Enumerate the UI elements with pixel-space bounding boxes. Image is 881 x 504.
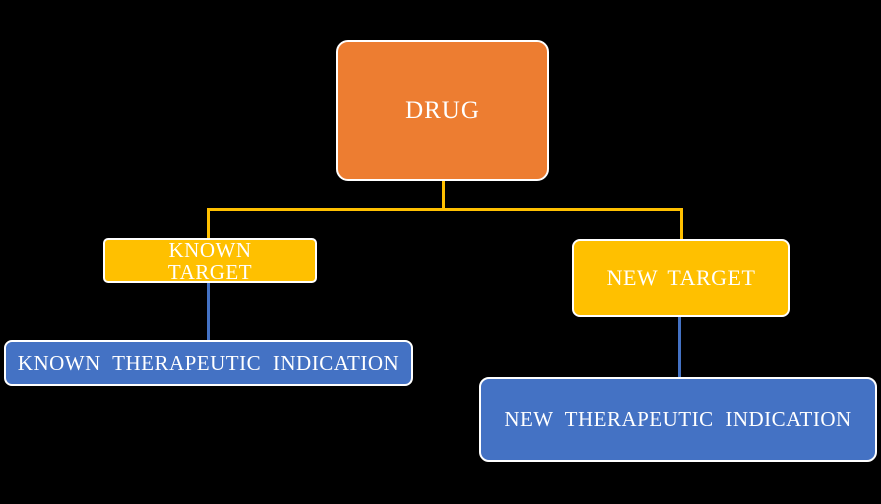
connector-new-target-to-indication <box>678 317 681 377</box>
node-new-therapeutic-indication: NEW THERAPEUTIC INDICATION <box>479 377 877 462</box>
node-known-target-label: KNOWN TARGET <box>167 237 253 284</box>
connector-known-target-to-indication <box>207 283 210 340</box>
node-new-target: NEW TARGET <box>572 239 790 317</box>
node-drug: DRUG <box>336 40 549 181</box>
node-known-therapeutic-indication: KNOWN THERAPEUTIC INDICATION <box>4 340 413 386</box>
node-new-therapeutic-indication-label: NEW THERAPEUTIC INDICATION <box>504 407 852 431</box>
connector-branch-horizontal <box>207 208 682 211</box>
node-known-therapeutic-indication-label: KNOWN THERAPEUTIC INDICATION <box>17 350 400 375</box>
connector-drop-known-target <box>207 208 210 238</box>
connector-drop-new-target <box>680 208 683 239</box>
node-new-target-label: NEW TARGET <box>606 265 756 290</box>
node-drug-label: DRUG <box>405 96 480 124</box>
connector-drug-stem <box>442 181 445 209</box>
node-known-target: KNOWN TARGET <box>103 238 317 283</box>
